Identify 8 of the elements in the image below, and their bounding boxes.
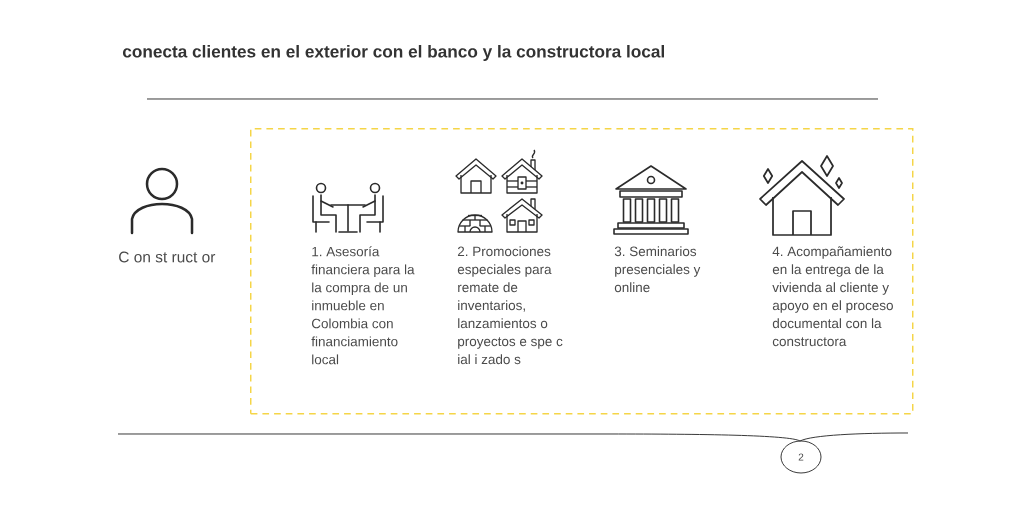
step-text: 4. Acompañamiento en la entrega de la vivienda al cliente y apoyo en el proceso documental con la constructora xyxy=(772,246,893,347)
dashed-frame xyxy=(250,128,914,415)
page-number: 2 xyxy=(780,440,822,474)
step-text: 2. Promociones especiales para remate de inventarios, lanzamientos o proyectos e spe c ial i zado s xyxy=(457,246,563,365)
step-text: 3. Seminarios presenciales y online xyxy=(614,246,701,293)
title: conecta clientes en el exterior con el banco y la constructora local xyxy=(122,45,664,61)
role-label: C on st ruct or xyxy=(119,251,216,263)
step-text: 1. Asesoría financiera para la la compra de un inmueble en Colombia con financiamiento local xyxy=(311,246,415,365)
